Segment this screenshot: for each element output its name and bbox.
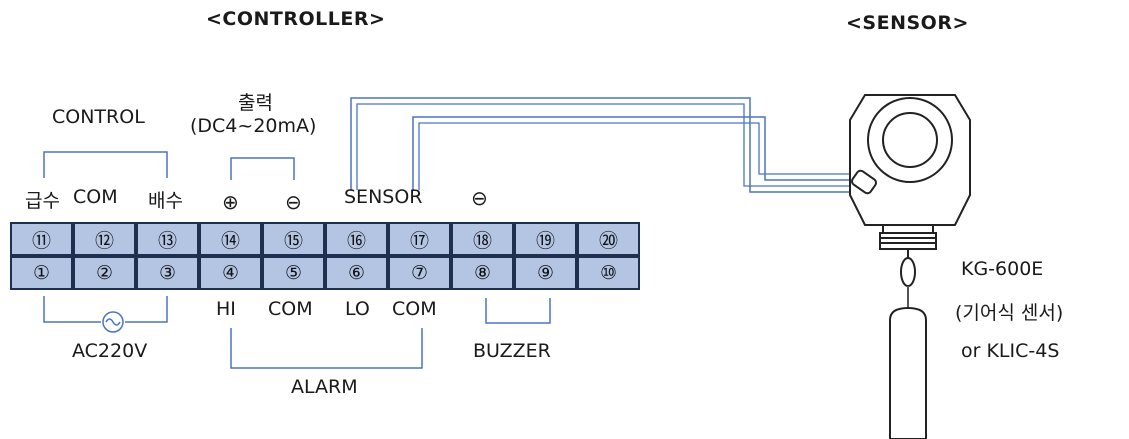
com-bottom-label-1: COM (268, 298, 313, 320)
sensor-cable-outer (350, 97, 858, 193)
sensor-minus-symbol: ⊖ (471, 186, 488, 210)
output-bracket (230, 157, 295, 180)
terminal-7: ⑦ (388, 256, 451, 290)
terminal-10: ⑩ (577, 256, 640, 290)
plus-symbol: ⊕ (222, 190, 239, 214)
model-type: (기어식 센서) (955, 302, 1064, 324)
output-label: 출력 (238, 92, 273, 114)
sensor-drawing (849, 94, 971, 439)
supply-label: 급수 (25, 190, 60, 212)
terminal-8: ⑧ (451, 256, 514, 290)
sensor-cap-inner (882, 112, 938, 168)
sensor-cable-2-inner (418, 122, 858, 190)
terminal-9: ⑨ (514, 256, 577, 290)
ac-bracket-left (43, 296, 101, 323)
sensor-neck (882, 224, 934, 234)
terminal-12: ⑫ (73, 222, 136, 256)
alarm-bracket (230, 328, 423, 369)
terminal-11: ⑪ (10, 222, 73, 256)
terminal-15: ⑮ (262, 222, 325, 256)
terminal-2: ② (73, 256, 136, 290)
terminal-5: ⑤ (262, 256, 325, 290)
sensor-cable-2-outer (412, 116, 858, 190)
sensor-float (889, 306, 927, 439)
sensor-label: SENSOR (344, 186, 423, 208)
model-primary: KG-600E (961, 258, 1044, 280)
buzzer-label: BUZZER (473, 340, 551, 362)
alarm-label: ALARM (291, 376, 358, 398)
terminal-13: ⑬ (136, 222, 199, 256)
terminal-4: ④ (199, 256, 262, 290)
com-top-label: COM (73, 186, 118, 208)
ac-bracket-right (125, 296, 168, 323)
ac-source-symbol (102, 311, 124, 333)
com-bottom-label-2: COM (392, 298, 437, 320)
terminal-18: ⑱ (451, 222, 514, 256)
drain-label: 배수 (148, 190, 183, 212)
terminal-3: ③ (136, 256, 199, 290)
controller-heading: <CONTROLLER> (206, 8, 386, 30)
buzzer-bracket (485, 298, 551, 324)
sensor-cable-gland (850, 169, 878, 195)
minus-symbol: ⊖ (285, 190, 302, 214)
terminal-17: ⑰ (388, 222, 451, 256)
hi-label: HI (216, 298, 236, 320)
terminal-6: ⑥ (325, 256, 388, 290)
ac220v-label: AC220V (72, 340, 148, 362)
terminal-16: ⑯ (325, 222, 388, 256)
sensor-cable-inner (356, 103, 858, 190)
model-alternative: or KLIC-4S (961, 340, 1060, 362)
output-range-label: (DC4~20mA) (190, 115, 317, 137)
terminal-20: ⑳ (577, 222, 640, 256)
sensor-heading: <SENSOR> (846, 12, 969, 34)
sensor-thread (879, 232, 937, 250)
terminal-19: ⑲ (514, 222, 577, 256)
control-label: CONTROL (52, 106, 145, 128)
terminal-1: ① (10, 256, 73, 290)
lo-label: LO (345, 298, 370, 320)
control-bracket (43, 151, 168, 178)
sensor-ring (900, 257, 916, 287)
terminal-14: ⑭ (199, 222, 262, 256)
